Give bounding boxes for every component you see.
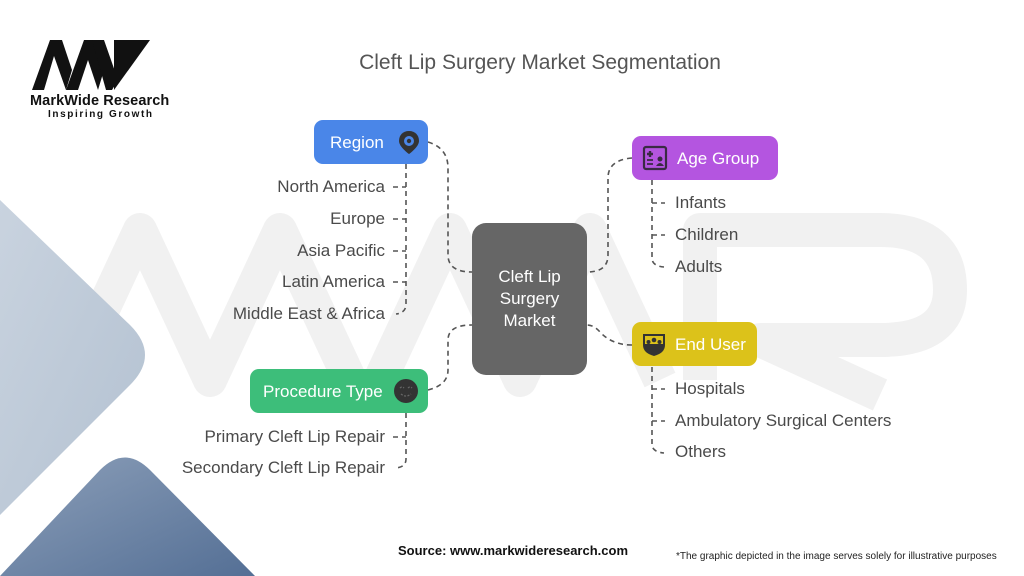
brand-tagline: Inspiring Growth bbox=[48, 109, 154, 120]
segment-procedure-type[interactable]: Procedure Type bbox=[250, 369, 428, 413]
segment-end-user-label: End User bbox=[675, 334, 746, 354]
segment-region[interactable]: Region bbox=[314, 120, 428, 164]
center-node: Cleft Lip Surgery Market bbox=[472, 223, 587, 375]
region-item: Latin America bbox=[282, 272, 385, 291]
segment-age-group[interactable]: Age Group bbox=[632, 136, 778, 180]
brand-name: MarkWide Research bbox=[30, 93, 170, 109]
location-gear-icon bbox=[398, 131, 419, 154]
center-line: Surgery bbox=[499, 289, 560, 308]
age-item: Infants bbox=[675, 193, 727, 212]
connector-region-list bbox=[395, 164, 407, 315]
mwr-logo-icon bbox=[32, 40, 150, 90]
connector-enduser-center bbox=[586, 324, 633, 346]
center-line: Market bbox=[503, 311, 556, 330]
watermark bbox=[54, 213, 967, 411]
decor-dark-diamond bbox=[0, 457, 255, 576]
face-icon bbox=[393, 379, 418, 403]
end-user-item: Hospitals bbox=[675, 379, 745, 398]
connector-region-center bbox=[427, 141, 473, 273]
procedure-item: Secondary Cleft Lip Repair bbox=[181, 458, 385, 477]
region-item: North America bbox=[277, 177, 385, 196]
segment-age-group-label: Age Group bbox=[677, 148, 760, 168]
region-item: Europe bbox=[330, 209, 385, 228]
connector-procedure-list bbox=[395, 413, 407, 469]
connector-age-list bbox=[651, 180, 665, 268]
disclaimer-note: *The graphic depicted in the image serve… bbox=[676, 551, 997, 562]
decor-light-diamond bbox=[0, 200, 145, 515]
segment-end-user[interactable]: End User bbox=[632, 322, 757, 366]
brand-logo: MarkWide Research Inspiring Growth bbox=[28, 40, 188, 122]
age-item: Children bbox=[675, 225, 739, 244]
region-item: Asia Pacific bbox=[297, 241, 385, 260]
page-title: Cleft Lip Surgery Market Segmentation bbox=[359, 51, 721, 74]
segment-procedure-type-label: Procedure Type bbox=[263, 381, 383, 401]
connector-enduser-list bbox=[651, 367, 665, 454]
end-user-item: Ambulatory Surgical Centers bbox=[675, 411, 892, 430]
connector-procedure-center bbox=[427, 324, 473, 391]
segment-region-label: Region bbox=[330, 132, 384, 152]
center-line: Cleft Lip bbox=[498, 267, 561, 286]
age-item: Adults bbox=[675, 257, 723, 276]
group-shield-icon bbox=[643, 334, 665, 356]
end-user-item: Others bbox=[675, 442, 727, 461]
region-item: Middle East & Africa bbox=[232, 304, 385, 323]
connector-age-center bbox=[586, 157, 633, 273]
patient-chart-icon bbox=[642, 145, 668, 171]
procedure-item: Primary Cleft Lip Repair bbox=[204, 427, 385, 446]
source-citation: Source: www.markwideresearch.com bbox=[398, 543, 629, 558]
